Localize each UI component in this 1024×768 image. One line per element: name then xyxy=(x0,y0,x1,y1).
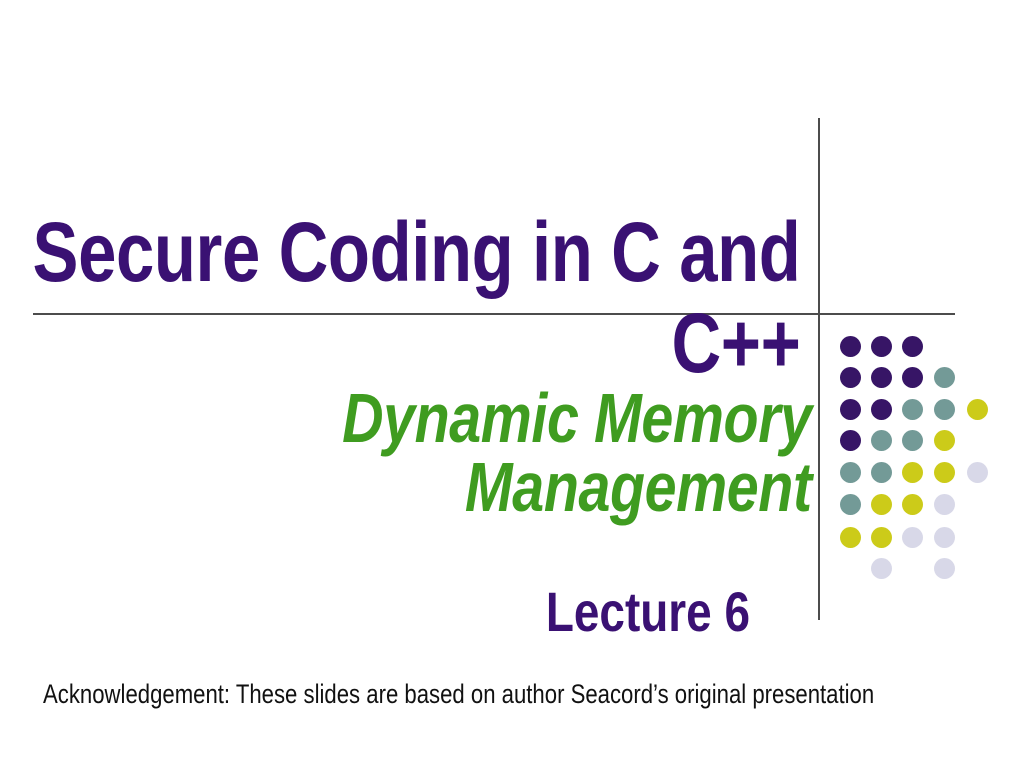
decorative-dot xyxy=(933,557,955,579)
decorative-dot xyxy=(870,493,892,515)
decorative-dot xyxy=(839,429,861,451)
decorative-dot xyxy=(901,398,923,420)
slide-title-line-1: Secure Coding in C and xyxy=(32,205,800,299)
decorative-dot xyxy=(966,398,988,420)
decorative-dot xyxy=(870,429,892,451)
decorative-dot xyxy=(901,493,923,515)
decorative-dot xyxy=(933,398,955,420)
decorative-dot xyxy=(901,461,923,483)
slide-subtitle: Dynamic Memory Management xyxy=(342,379,812,526)
decorative-dot xyxy=(901,429,923,451)
decorative-dot xyxy=(839,366,861,388)
decorative-dot xyxy=(901,335,923,357)
decorative-dot xyxy=(933,461,955,483)
decorative-dot xyxy=(933,366,955,388)
decorative-dot xyxy=(933,526,955,548)
vertical-divider-line xyxy=(818,118,820,620)
slide-subtitle-line-1: Dynamic Memory xyxy=(342,379,812,457)
slide-title-line-2: C++ xyxy=(671,296,800,390)
decorative-dot xyxy=(839,461,861,483)
decorative-dot xyxy=(870,366,892,388)
lecture-number-label: Lecture 6 xyxy=(545,580,750,643)
decorative-dot xyxy=(839,493,861,515)
slide-subtitle-line-2: Management xyxy=(465,448,812,526)
decorative-dot xyxy=(839,398,861,420)
decorative-dot xyxy=(901,526,923,548)
decorative-dot xyxy=(839,335,861,357)
decorative-dot xyxy=(901,366,923,388)
acknowledgement-text: Acknowledgement: These slides are based … xyxy=(43,679,875,709)
decorative-dot xyxy=(870,335,892,357)
decorative-dot xyxy=(933,493,955,515)
decorative-dot xyxy=(966,461,988,483)
horizontal-divider-line xyxy=(33,313,955,315)
decorative-dot xyxy=(870,461,892,483)
decorative-dot xyxy=(839,526,861,548)
decorative-dot xyxy=(870,398,892,420)
decorative-dot xyxy=(933,429,955,451)
slide-title: Secure Coding in C and C++ xyxy=(32,207,800,389)
decorative-dot xyxy=(870,557,892,579)
decorative-dot xyxy=(870,526,892,548)
